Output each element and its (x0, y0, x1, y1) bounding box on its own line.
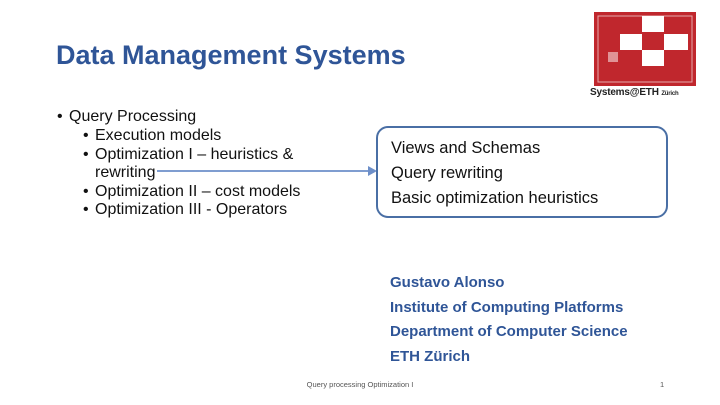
callout-line: Basic optimization heuristics (391, 189, 599, 207)
footer-title: Query processing Optimization I (306, 380, 414, 389)
author-department: Department of Computer Science (390, 323, 628, 340)
eth-logo: Systems@ETH Zürich (590, 12, 700, 104)
sub-bullet-optimization-iii: Optimization III - Operators (57, 201, 347, 220)
slide-title: Data Management Systems (56, 40, 406, 70)
callout-line: Views and Schemas (391, 139, 541, 157)
author-institute: Institute of Computing Platforms (390, 298, 624, 316)
callout-line: Query rewriting (391, 164, 503, 182)
logo-wordmark: Systems@ETH Zürich (590, 87, 679, 98)
arrow-icon (157, 166, 377, 176)
author-block: Gustavo Alonso Institute of Computing Pl… (390, 271, 628, 369)
sub-bullet-list: Execution models Optimization I – heuris… (57, 127, 347, 220)
author-university: ETH Zürich (390, 347, 471, 365)
bullet-query-processing: Query Processing (57, 107, 347, 126)
bullet-list: Query Processing Execution models Optimi… (57, 107, 347, 220)
sub-bullet-optimization-ii: Optimization II – cost models (57, 183, 347, 202)
author-name: Gustavo Alonso (390, 274, 505, 291)
eth-logo-icon (594, 12, 696, 86)
sub-bullet-execution-models: Execution models (57, 127, 347, 146)
topics-callout-box: Views and Schemas Query rewriting Basic … (376, 126, 668, 218)
page-number: 1 (660, 380, 665, 389)
sub-bullet-optimization-i: Optimization I – heuristics &rewriting (57, 146, 347, 183)
